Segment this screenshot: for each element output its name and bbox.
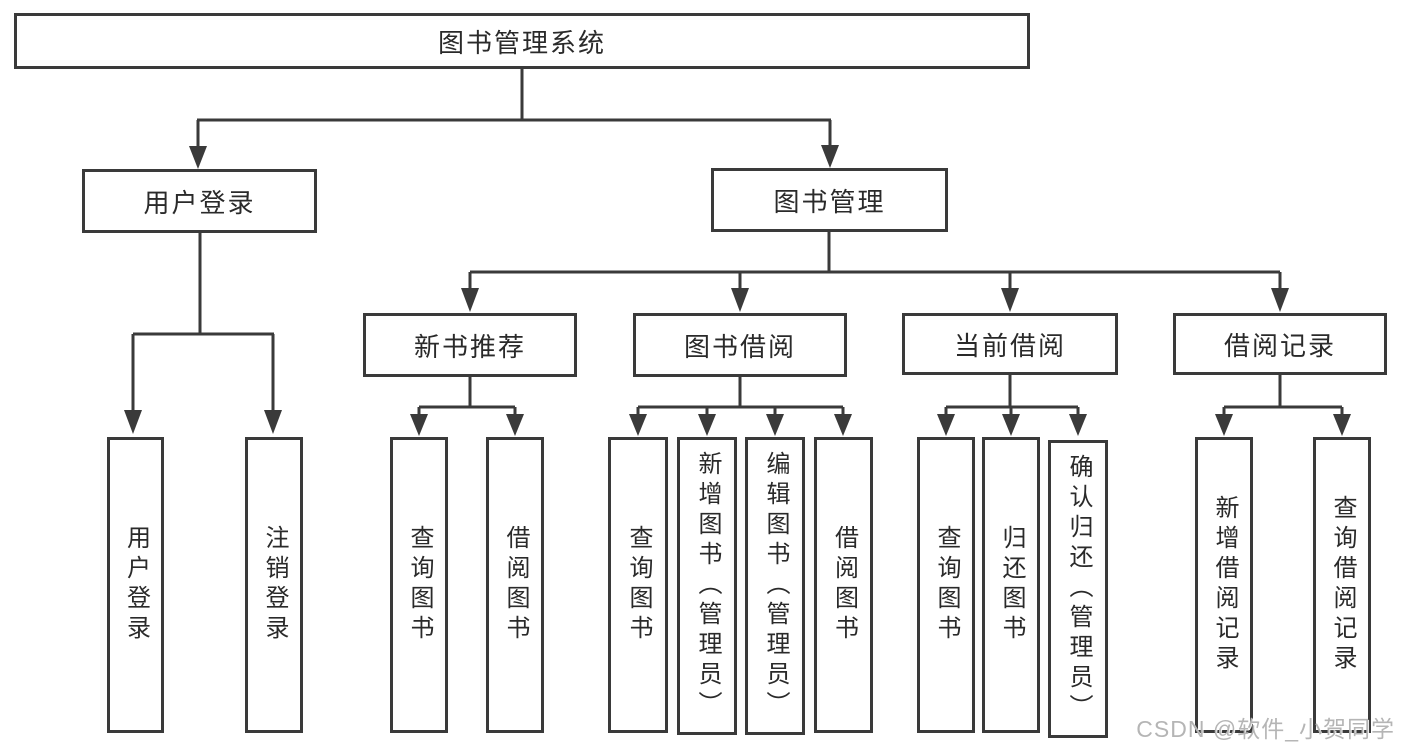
node-label: 查询图书	[406, 525, 433, 645]
node-label: 图书管理系统	[437, 27, 606, 58]
leaf-borrow-books: 借阅图书	[814, 437, 873, 733]
leaf-confirm-return-admin: 确认归还（管理员）	[1048, 440, 1108, 738]
node-label: 用户登录	[143, 187, 256, 218]
node-label: 借阅记录	[1223, 330, 1336, 361]
leaf-edit-book-admin: 编辑图书（管理员）	[745, 437, 805, 735]
node-label: 确认归还（管理员）	[1065, 454, 1092, 724]
node-borrow-records: 借阅记录	[1173, 313, 1387, 375]
leaf-logout-login: 注销登录	[245, 437, 303, 733]
node-new-book-recommend: 新书推荐	[363, 313, 577, 377]
node-label: 查询图书	[625, 525, 652, 645]
leaf-return-books: 归还图书	[982, 437, 1040, 733]
node-label: 编辑图书（管理员）	[762, 451, 789, 721]
leaf-query-borrow-record: 查询借阅记录	[1313, 437, 1371, 733]
node-label: 新增借阅记录	[1211, 495, 1238, 675]
node-label: 图书管理	[773, 186, 886, 217]
node-current-borrow: 当前借阅	[902, 313, 1118, 375]
leaf-query-books-borrow: 查询图书	[608, 437, 668, 733]
node-label: 借阅图书	[830, 525, 858, 645]
node-label: 图书借阅	[683, 331, 796, 362]
node-book-management: 图书管理	[711, 168, 948, 232]
node-label: 当前借阅	[953, 330, 1066, 361]
node-label: 注销登录	[261, 525, 288, 645]
node-label: 归还图书	[998, 525, 1025, 645]
leaf-query-books-recommend: 查询图书	[390, 437, 448, 733]
leaf-add-book-admin: 新增图书（管理员）	[677, 437, 737, 735]
leaf-add-borrow-record: 新增借阅记录	[1195, 437, 1253, 733]
leaf-user-login: 用户登录	[107, 437, 164, 733]
node-label: 借阅图书	[502, 525, 529, 645]
node-label: 新增图书（管理员）	[694, 451, 721, 721]
node-label: 查询借阅记录	[1329, 495, 1356, 675]
node-label: 新书推荐	[413, 331, 526, 362]
node-book-borrow: 图书借阅	[633, 313, 847, 377]
node-library-management-system: 图书管理系统	[14, 13, 1030, 69]
node-user-login: 用户登录	[82, 169, 317, 233]
watermark: CSDN @软件_小贺同学	[1136, 716, 1395, 742]
node-label: 查询图书	[933, 525, 960, 645]
node-label: 用户登录	[122, 525, 150, 645]
leaf-query-books-current: 查询图书	[917, 437, 975, 733]
leaf-borrow-books-recommend: 借阅图书	[486, 437, 544, 733]
